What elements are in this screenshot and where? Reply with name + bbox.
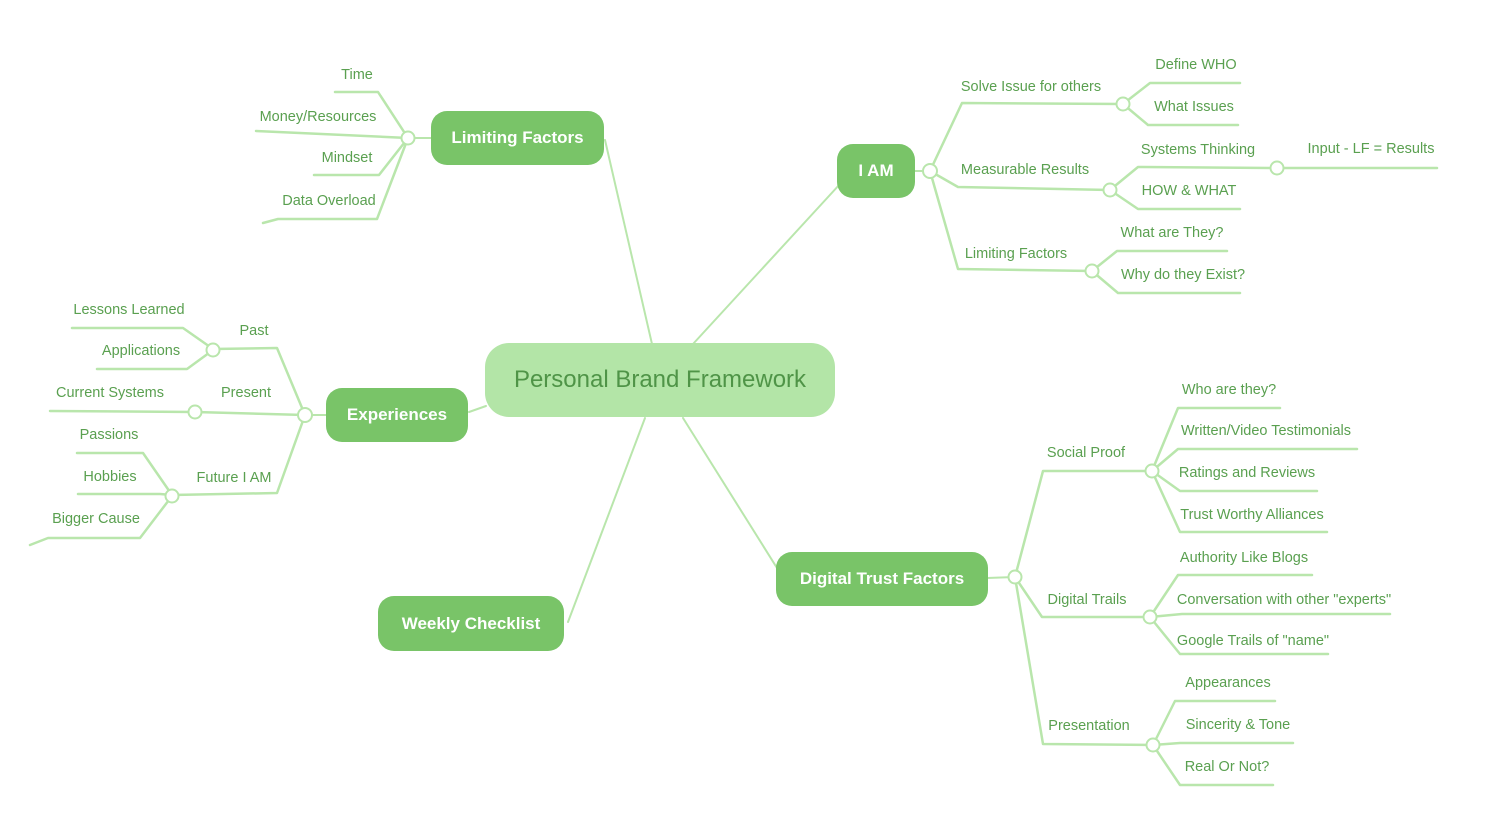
line-data-overload — [261, 136, 410, 225]
label-money-resources[interactable]: Money/Resources — [259, 109, 377, 125]
label-sincerity-and-tone[interactable]: Sincerity & Tone — [1185, 717, 1291, 733]
edge-central-digital-trust-factors — [682, 417, 778, 569]
line-money-resources — [254, 129, 410, 140]
junction-i-am[interactable] — [922, 163, 938, 179]
line-google-trails — [1148, 615, 1330, 656]
node-personal-brand-framework[interactable]: Personal Brand Framework — [485, 343, 835, 417]
node-i-am[interactable]: I AM — [837, 144, 915, 198]
label-passions[interactable]: Passions — [79, 427, 139, 443]
line-who-are-they — [1150, 406, 1282, 473]
line-why-do-they-exist — [1090, 269, 1242, 295]
line-applications — [95, 348, 215, 371]
node-experiences[interactable]: Experiences — [326, 388, 468, 442]
junction-social-proof[interactable] — [1144, 463, 1160, 479]
node-weekly-checklist[interactable]: Weekly Checklist — [378, 596, 564, 651]
line-social-proof — [1013, 469, 1154, 579]
line-conversation-experts — [1148, 612, 1392, 619]
line-sincerity-tone — [1151, 741, 1295, 747]
node-digital-trust-factors[interactable]: Digital Trust Factors — [776, 552, 988, 606]
junction-limiting-factors[interactable] — [400, 130, 416, 146]
line-future-i-am — [170, 413, 307, 497]
edge-central-experiences — [468, 405, 487, 413]
label-time[interactable]: Time — [341, 67, 373, 83]
line-authority-like-blogs — [1148, 573, 1314, 619]
junction-present[interactable] — [187, 404, 203, 420]
label-how-and-what[interactable]: HOW & WHAT — [1141, 183, 1237, 199]
edge-central-limiting-factors — [604, 139, 653, 345]
label-future-i-am[interactable]: Future I AM — [196, 470, 272, 486]
label-social-proof[interactable]: Social Proof — [1046, 445, 1126, 461]
line-presentation — [1013, 575, 1155, 747]
label-past[interactable]: Past — [239, 323, 269, 339]
junction-future-i-am[interactable] — [164, 488, 180, 504]
junction-systems-thinking[interactable] — [1269, 160, 1285, 176]
line-present-current-systems — [48, 409, 307, 417]
line-time — [333, 90, 410, 140]
line-passions — [75, 451, 174, 497]
line-systems-thinking — [1108, 165, 1279, 192]
junction-solve-issue[interactable] — [1115, 96, 1131, 112]
node-limiting-factors[interactable]: Limiting Factors — [431, 111, 604, 165]
label-hobbies[interactable]: Hobbies — [83, 469, 137, 485]
label-mindset[interactable]: Mindset — [321, 150, 373, 166]
label-digital-trails[interactable]: Digital Trails — [1047, 592, 1127, 608]
label-solve-issue-for-others[interactable]: Solve Issue for others — [960, 79, 1102, 95]
line-lessons-learned — [70, 326, 215, 351]
line-solve-issue — [928, 101, 1125, 173]
line-what-are-they — [1090, 249, 1229, 273]
junction-presentation[interactable] — [1145, 737, 1161, 753]
line-how-what — [1108, 188, 1242, 211]
line-ratings-and-reviews — [1150, 469, 1319, 493]
label-why-do-they-exist[interactable]: Why do they Exist? — [1120, 267, 1246, 283]
line-define-who — [1121, 81, 1242, 106]
label-measurable-results[interactable]: Measurable Results — [960, 162, 1090, 178]
label-trust-worthy-alliances[interactable]: Trust Worthy Alliances — [1180, 507, 1324, 523]
label-real-or-not[interactable]: Real Or Not? — [1184, 759, 1270, 775]
label-written-video-testimonials[interactable]: Written/Video Testimonials — [1180, 423, 1352, 439]
junction-limiting-factors-sub[interactable] — [1084, 263, 1100, 279]
line-limiting-factors-sub — [928, 169, 1094, 273]
line-mindset — [312, 136, 410, 177]
line-hobbies — [76, 492, 174, 497]
label-define-who[interactable]: Define WHO — [1155, 57, 1237, 73]
label-data-overload[interactable]: Data Overload — [282, 193, 376, 209]
junction-past[interactable] — [205, 342, 221, 358]
label-limiting-factors-sub[interactable]: Limiting Factors — [964, 246, 1068, 262]
line-measurable-results — [928, 169, 1112, 192]
label-presentation[interactable]: Presentation — [1048, 718, 1130, 734]
line-trust-worthy-alliances — [1150, 469, 1329, 534]
edge-central-weekly-checklist — [567, 417, 646, 623]
line-written-video-testimonials — [1150, 447, 1359, 473]
label-authority-like-blogs[interactable]: Authority Like Blogs — [1179, 550, 1309, 566]
line-appearances — [1151, 699, 1277, 747]
junction-digital-trust-factors[interactable] — [1007, 569, 1023, 585]
label-what-issues[interactable]: What Issues — [1154, 99, 1234, 115]
label-input-lf-results[interactable]: Input - LF = Results — [1307, 141, 1435, 157]
label-present[interactable]: Present — [221, 385, 271, 401]
line-bigger-cause — [28, 494, 174, 547]
label-systems-thinking[interactable]: Systems Thinking — [1140, 142, 1256, 158]
label-who-are-they[interactable]: Who are they? — [1181, 382, 1277, 398]
line-real-or-not — [1151, 743, 1275, 787]
label-conversation-with-experts[interactable]: Conversation with other "experts" — [1176, 592, 1392, 608]
junction-measurable-results[interactable] — [1102, 182, 1118, 198]
line-what-issues — [1121, 102, 1240, 127]
label-what-are-they[interactable]: What are They? — [1120, 225, 1224, 241]
label-google-trails-of-name[interactable]: Google Trails of "name" — [1176, 633, 1330, 649]
label-applications[interactable]: Applications — [101, 343, 181, 359]
edge-central-i-am — [692, 183, 841, 345]
label-current-systems[interactable]: Current Systems — [56, 385, 164, 401]
label-bigger-cause[interactable]: Bigger Cause — [52, 511, 140, 527]
line-past — [211, 346, 307, 417]
label-appearances[interactable]: Appearances — [1185, 675, 1271, 691]
label-lessons-learned[interactable]: Lessons Learned — [73, 302, 185, 318]
line-digital-trails — [1013, 575, 1152, 619]
junction-experiences[interactable] — [297, 407, 313, 423]
junction-digital-trails[interactable] — [1142, 609, 1158, 625]
label-ratings-and-reviews[interactable]: Ratings and Reviews — [1178, 465, 1316, 481]
